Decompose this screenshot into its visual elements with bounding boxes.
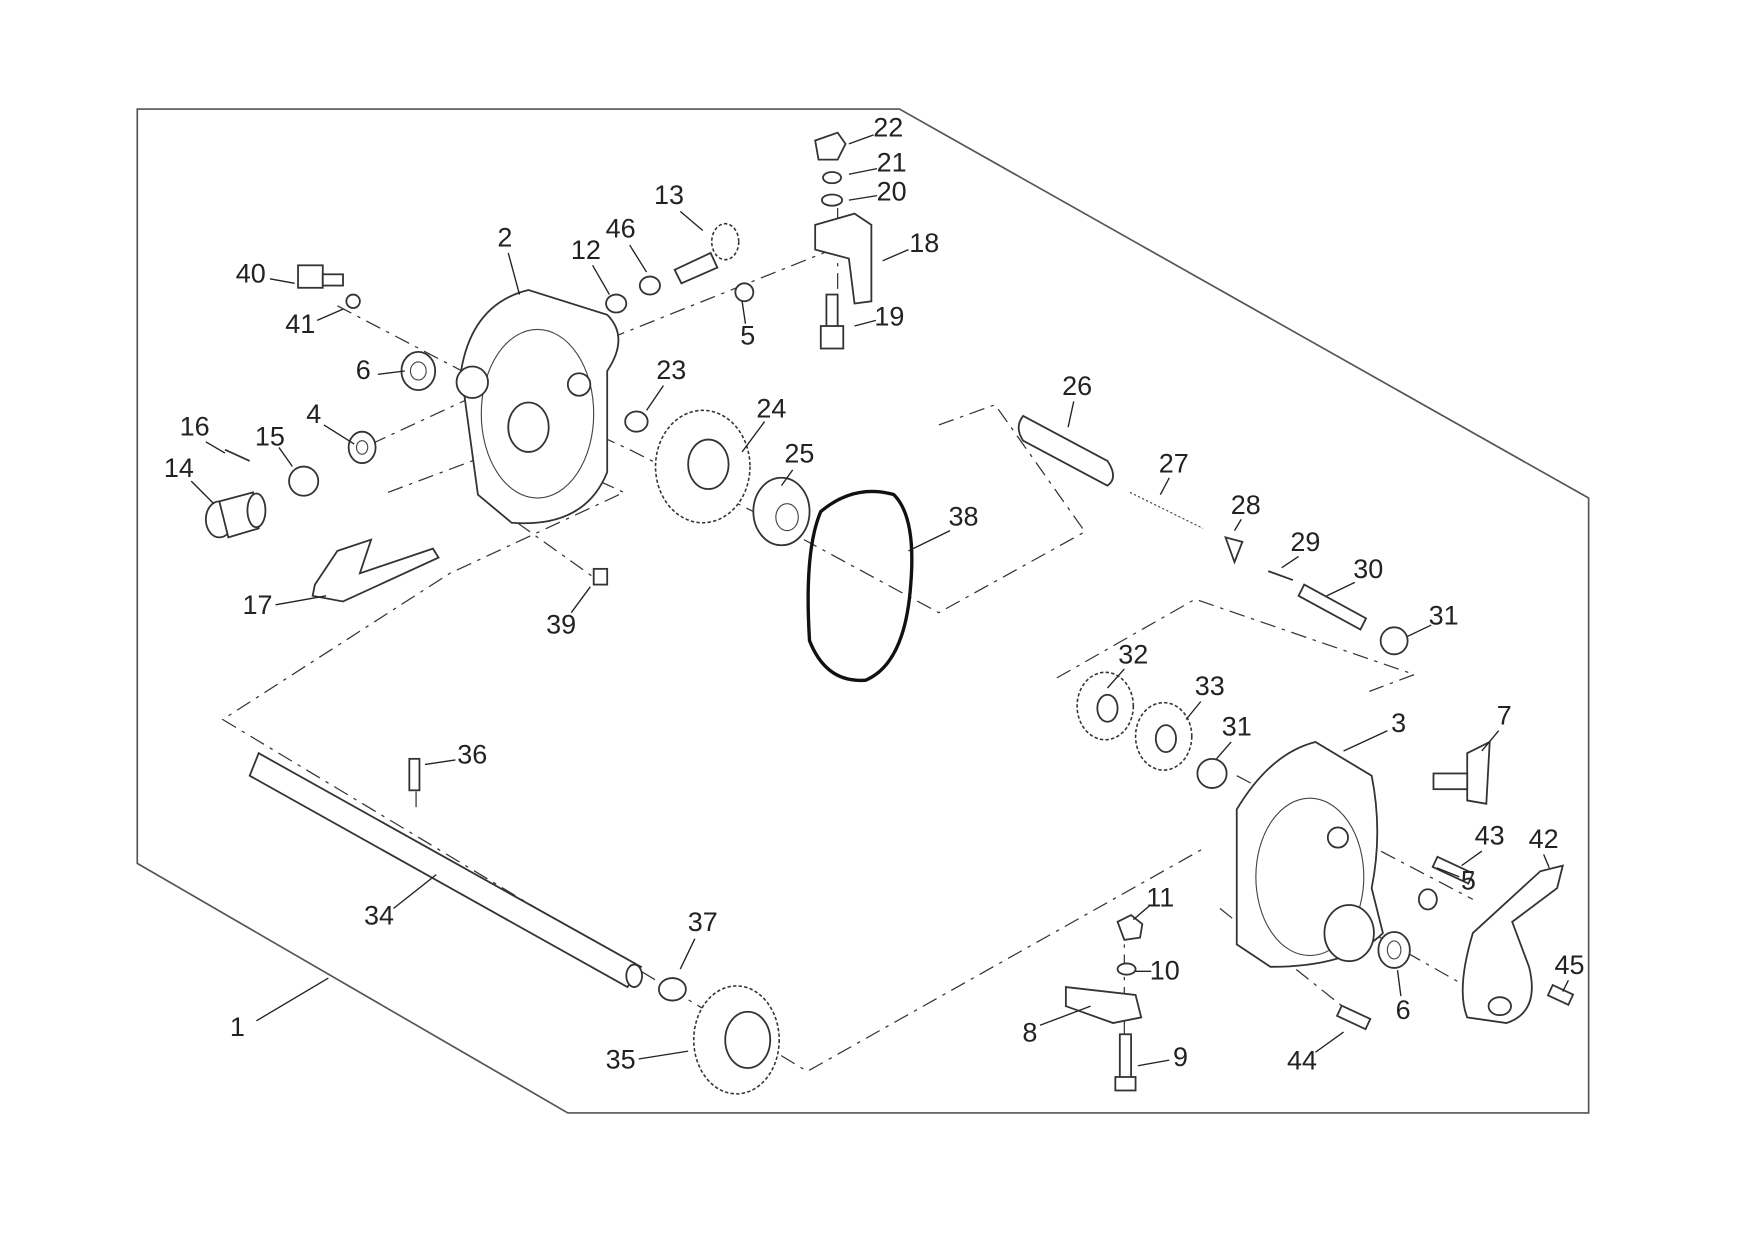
callout-2: 2 [497,223,512,253]
callout-9: 9 [1173,1042,1188,1072]
callout-27: 27 [1159,449,1189,479]
assembly-frame [136,108,1590,1114]
callout-10: 10 [1150,956,1180,986]
callout-44: 44 [1287,1046,1317,1076]
callout-5: 5 [740,320,755,350]
callout-19: 19 [874,301,904,331]
callout-43: 43 [1475,821,1505,851]
callout-23: 23 [656,355,686,385]
callout-42: 42 [1529,824,1559,854]
callout-41: 41 [285,309,315,339]
callout-21: 21 [877,147,907,177]
callout-17: 17 [243,590,273,620]
callout-11: 11 [1146,882,1174,912]
callout-32: 32 [1118,640,1148,670]
callout-29: 29 [1290,527,1320,557]
callout-24: 24 [756,393,786,423]
callout-39: 39 [546,609,576,639]
callout-7: 7 [1497,700,1512,730]
callout-15: 15 [255,422,285,452]
callout-35: 35 [606,1044,636,1074]
callout-25: 25 [784,438,814,468]
callout-18: 18 [909,228,939,258]
parts [204,131,1575,1095]
callout-46: 46 [606,214,636,244]
callout-22: 22 [873,112,903,142]
callout-36: 36 [457,740,487,770]
callout-8: 8 [1022,1017,1037,1047]
callout-20: 20 [877,176,907,206]
callout-37: 37 [688,907,718,937]
callout-5: 5 [1461,866,1476,896]
callout-26: 26 [1062,371,1092,401]
callout-31: 31 [1429,600,1459,630]
callout-6: 6 [356,355,371,385]
callout-leaders [190,134,1569,1067]
callout-4: 4 [306,399,321,429]
callout-14: 14 [164,453,194,483]
callout-6: 6 [1396,995,1411,1025]
callout-38: 38 [949,501,979,531]
callout-16: 16 [180,411,210,441]
o-ring [806,489,914,683]
callout-40: 40 [236,259,266,289]
callout-1: 1 [230,1012,245,1042]
callout-3: 3 [1391,708,1406,738]
callout-34: 34 [364,900,394,930]
callout-13: 13 [654,180,684,210]
callout-labels: 1 2 3 4 5 5 6 6 7 8 9 10 11 12 13 14 15 … [164,112,1585,1075]
callout-45: 45 [1555,950,1585,980]
callout-12: 12 [571,235,601,265]
callout-30: 30 [1353,554,1383,584]
callout-33: 33 [1195,671,1225,701]
callout-28: 28 [1231,490,1261,520]
callout-31: 31 [1222,712,1252,742]
